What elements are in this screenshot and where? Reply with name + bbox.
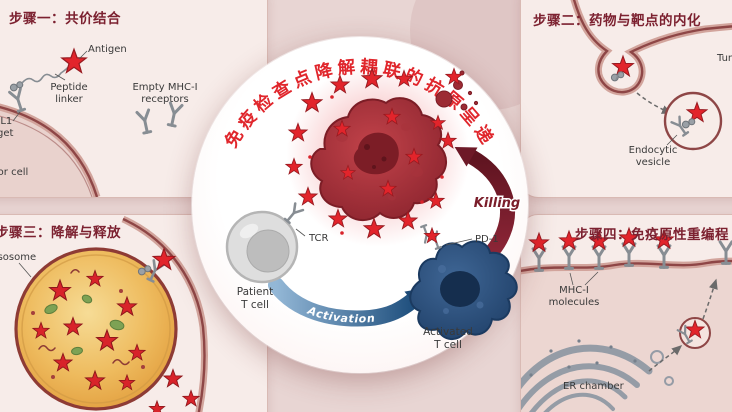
mhc-molecules-label: MHC-I molecules	[548, 285, 600, 308]
degraded-fragments-green	[44, 294, 125, 356]
er-ribosome-dots	[529, 339, 637, 377]
membrane-line	[521, 259, 732, 273]
er-to-vesicle-dashed-arrow	[648, 345, 683, 372]
pdl1-target-label: PD-L1 target	[0, 116, 14, 139]
activated-t-cell-nucleus	[440, 271, 480, 307]
pdl1-pointer-line	[12, 111, 21, 122]
pd1-pointer-line	[445, 238, 473, 246]
peptide-linker-label: Peptide linker	[50, 82, 88, 105]
antigen-dots	[308, 95, 444, 235]
antigen-pointer-line	[78, 50, 88, 60]
step1-illustration	[0, 48, 184, 197]
vesicle-to-membrane-dashed-arrow	[702, 278, 718, 320]
tumor-cell-mottle	[336, 123, 423, 201]
empty-mhc-receptor-icon	[164, 101, 184, 129]
activated-t-cell-label-2: T cell	[433, 339, 462, 351]
mhc-pointer-line	[569, 272, 574, 286]
lysosome-inner-rim	[21, 254, 171, 404]
empty-mhc-label: Empty MHC-I receptors	[132, 82, 198, 105]
empty-mhc-receptor-icon	[135, 108, 155, 136]
peptide-pointer-line	[54, 73, 66, 81]
activation-arrow-label: Activation	[305, 303, 376, 325]
peptide-linker-squiggle	[21, 64, 71, 84]
tumor-nucleus-spots	[364, 144, 387, 169]
killing-arrow-label: Killing	[474, 196, 520, 211]
degraded-dots	[31, 289, 145, 379]
tumor-cell-nucleus	[353, 132, 399, 175]
center-illustration: 免疫检查点降解耦联的抗原呈递 Activation Killing	[221, 56, 522, 351]
patient-t-cell-highlight	[239, 223, 259, 239]
patient-t-cell-nucleus	[246, 229, 290, 273]
pit-complex-stem	[615, 72, 620, 81]
step4-title: 步骤四：免疫原性重编程	[575, 227, 729, 243]
er-chamber-label: ER chamber	[563, 381, 624, 392]
lysosome-pointer-line	[18, 262, 32, 278]
tumor-cell-membrane-line	[0, 105, 99, 197]
tumor-cell-label: Tumor cell	[0, 167, 29, 178]
tcr-receptor-icon	[282, 202, 305, 226]
panel-step1-covalent-binding: 步骤一：共价结合 Antigen Peptide linker Empty MH…	[0, 0, 268, 198]
tcr-label: TCR	[308, 233, 329, 244]
endocytic-vesicle-label: Endocytic vesicle	[628, 145, 678, 168]
step3-title: 步骤三：降解与释放	[0, 225, 121, 241]
step3-illustration	[14, 215, 209, 412]
killing-arrow	[464, 149, 515, 275]
killing-arrowhead-icon	[454, 147, 478, 167]
tumor-cell-interior	[0, 107, 97, 197]
patient-t-cell-label-2: T cell	[240, 299, 269, 311]
activated-t-cell-label-1: Activated	[423, 326, 473, 338]
step2-illustration	[570, 0, 732, 151]
tumor-cell-label: Tumor cell	[717, 53, 732, 64]
patient-t-cell-label-1: Patient	[237, 286, 274, 298]
tumor-fragments	[435, 70, 479, 111]
lysosome-label: Lysosome	[0, 252, 37, 263]
internalization-dashed-arrow	[636, 92, 673, 114]
mhc-pointer-line	[584, 271, 599, 286]
center-circle: 免疫检查点降解耦联的抗原呈递 Activation Killing	[192, 37, 528, 373]
antigen-label: Antigen	[88, 44, 127, 55]
step1-title: 步骤一：共价结合	[9, 11, 121, 27]
panel-step2-internalization: 步骤二：药物与靶点的内化 Tumor cell Endocytic vesicl…	[520, 0, 732, 198]
activation-arrow	[268, 277, 420, 327]
tcr-pointer-line	[295, 228, 306, 237]
step4-illustration	[521, 227, 732, 412]
vesicle-pointer-line	[666, 134, 678, 146]
degraded-peptide-squiggles	[38, 269, 130, 366]
membrane-line	[572, 0, 732, 94]
tumor-cell-membrane-inner-line	[0, 115, 93, 197]
activated-t-cell-speckles	[438, 265, 484, 314]
er-stack	[521, 344, 674, 412]
cell-membrane-line	[122, 217, 206, 412]
pd1-label: PD-1	[475, 234, 499, 245]
cell-interior	[521, 261, 732, 412]
step2-title: 步骤二：药物与靶点的内化	[533, 13, 701, 29]
panel-step4-immunogenic-reprogramming: 步骤四：免疫原性重编程 MHC-I molecules ER chamber	[520, 214, 732, 412]
